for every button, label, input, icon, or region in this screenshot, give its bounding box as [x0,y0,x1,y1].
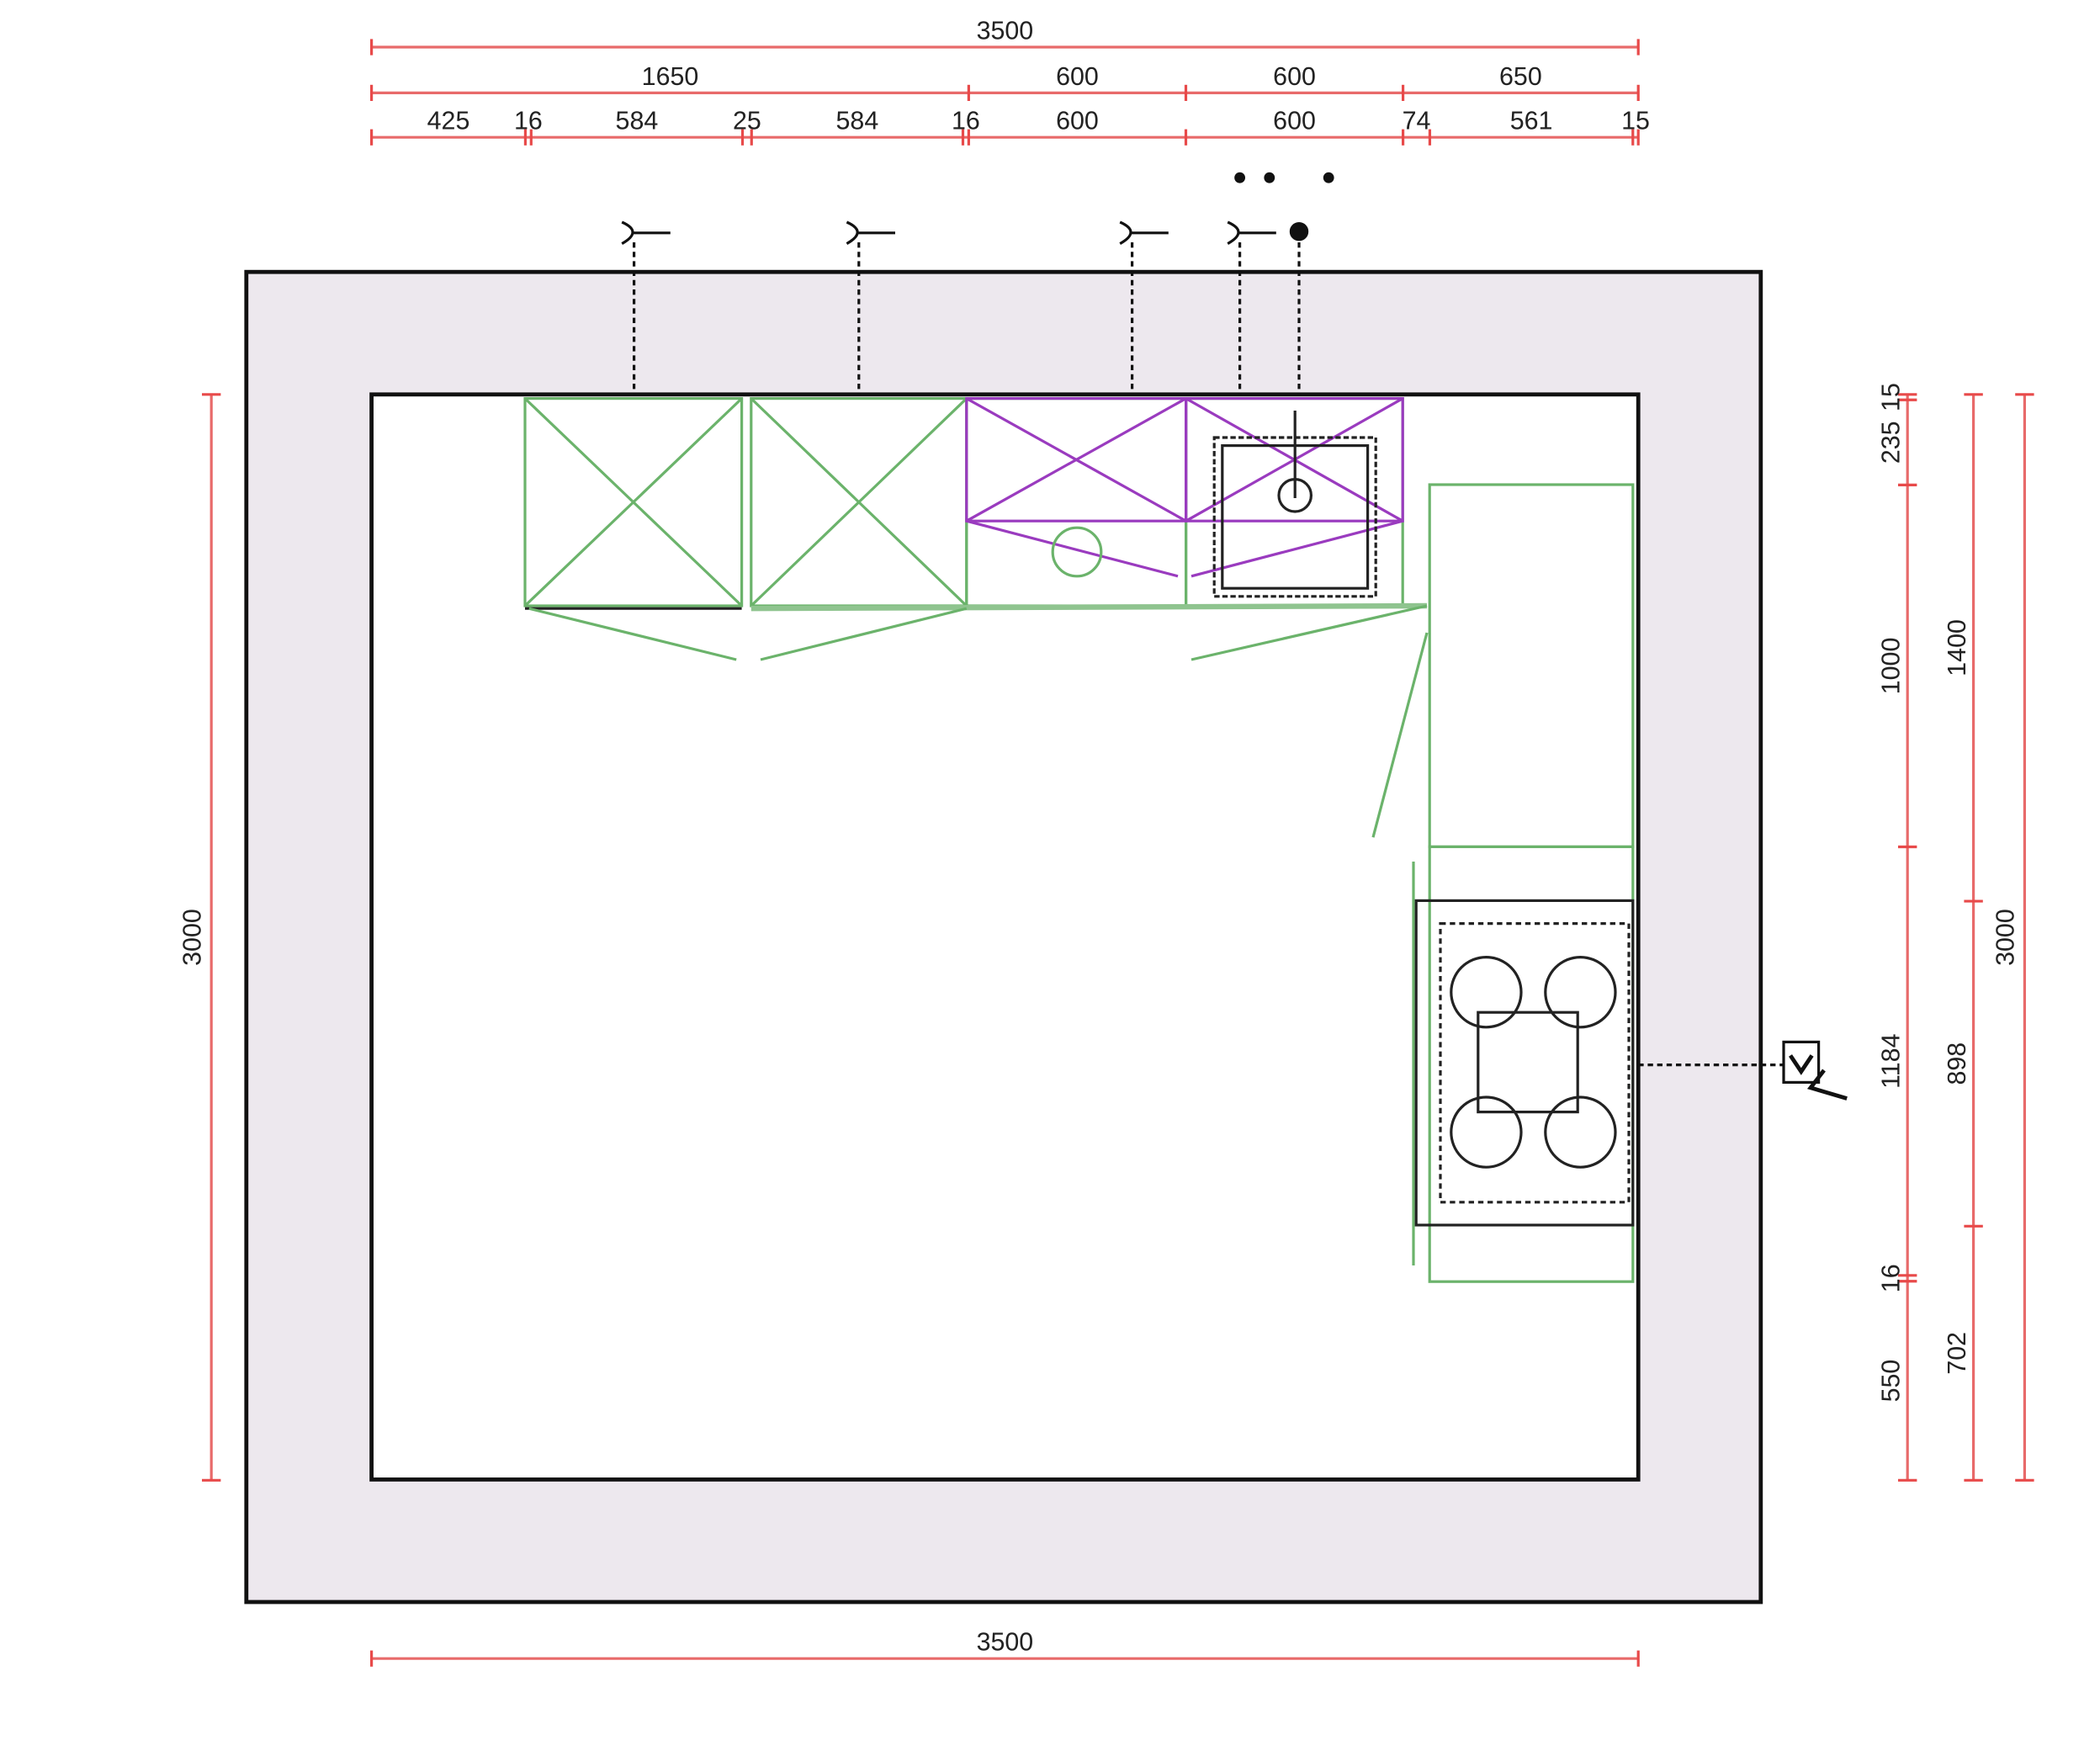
burner [1450,956,1523,1029]
dimension-label: 25 [733,107,761,135]
dimension-label: 16 [952,107,980,135]
dimension-label: 3000 [178,909,206,966]
dimension-label: 3500 [977,16,1034,45]
dimension-label: 235 [1877,421,1906,464]
socket-icon [846,220,895,395]
dimension-label: 1184 [1877,1033,1906,1088]
socket-icon [1227,220,1276,395]
dimension-lines: 3500 1650 600 600 650 425 16 584 25 584 16 600 600 74… [178,16,2034,1667]
dimension-label: 650 [1499,62,1542,91]
plinth [750,602,1428,612]
power-outlet-icon [1638,1040,1848,1101]
dimension-label: 15 [1877,383,1906,411]
dimension-label: 15 [1621,107,1650,135]
dimension-label: 561 [1510,107,1553,135]
dimension-label: 16 [1877,1264,1906,1292]
cooktop[interactable] [1414,899,1635,1227]
dimension-label: 550 [1877,1360,1906,1403]
dimension-label: 16 [514,107,543,135]
socket-icon [1119,220,1169,395]
dimension-label: 600 [1273,107,1316,135]
dimension-label: 584 [836,107,879,135]
dimension-label: 584 [616,107,659,135]
burner [1450,1095,1523,1169]
dimension-label: 74 [1403,107,1431,135]
burner [1544,1095,1617,1169]
dimension-label: 898 [1943,1042,1971,1085]
socket-icon [621,220,671,395]
socket-icons [621,172,1334,395]
dimension-label: 702 [1943,1332,1971,1375]
water-connection-icon [1289,222,1309,395]
dimension-label: 3500 [977,1628,1034,1657]
burner [1544,956,1617,1029]
dimension-label: 425 [427,107,470,135]
dimension-label: 600 [1056,107,1099,135]
dimension-label: 1650 [642,62,699,91]
door-swing [528,604,1429,838]
dimension-label: 1000 [1877,638,1906,695]
room-floor [369,392,1641,1482]
dimension-label: 1400 [1943,619,1971,676]
dimension-label: 600 [1273,62,1316,91]
base-cabinet-1[interactable] [523,397,744,607]
bin-icon [1051,526,1103,578]
dimension-label: 3000 [1991,909,2020,966]
dimension-label: 600 [1056,62,1099,91]
